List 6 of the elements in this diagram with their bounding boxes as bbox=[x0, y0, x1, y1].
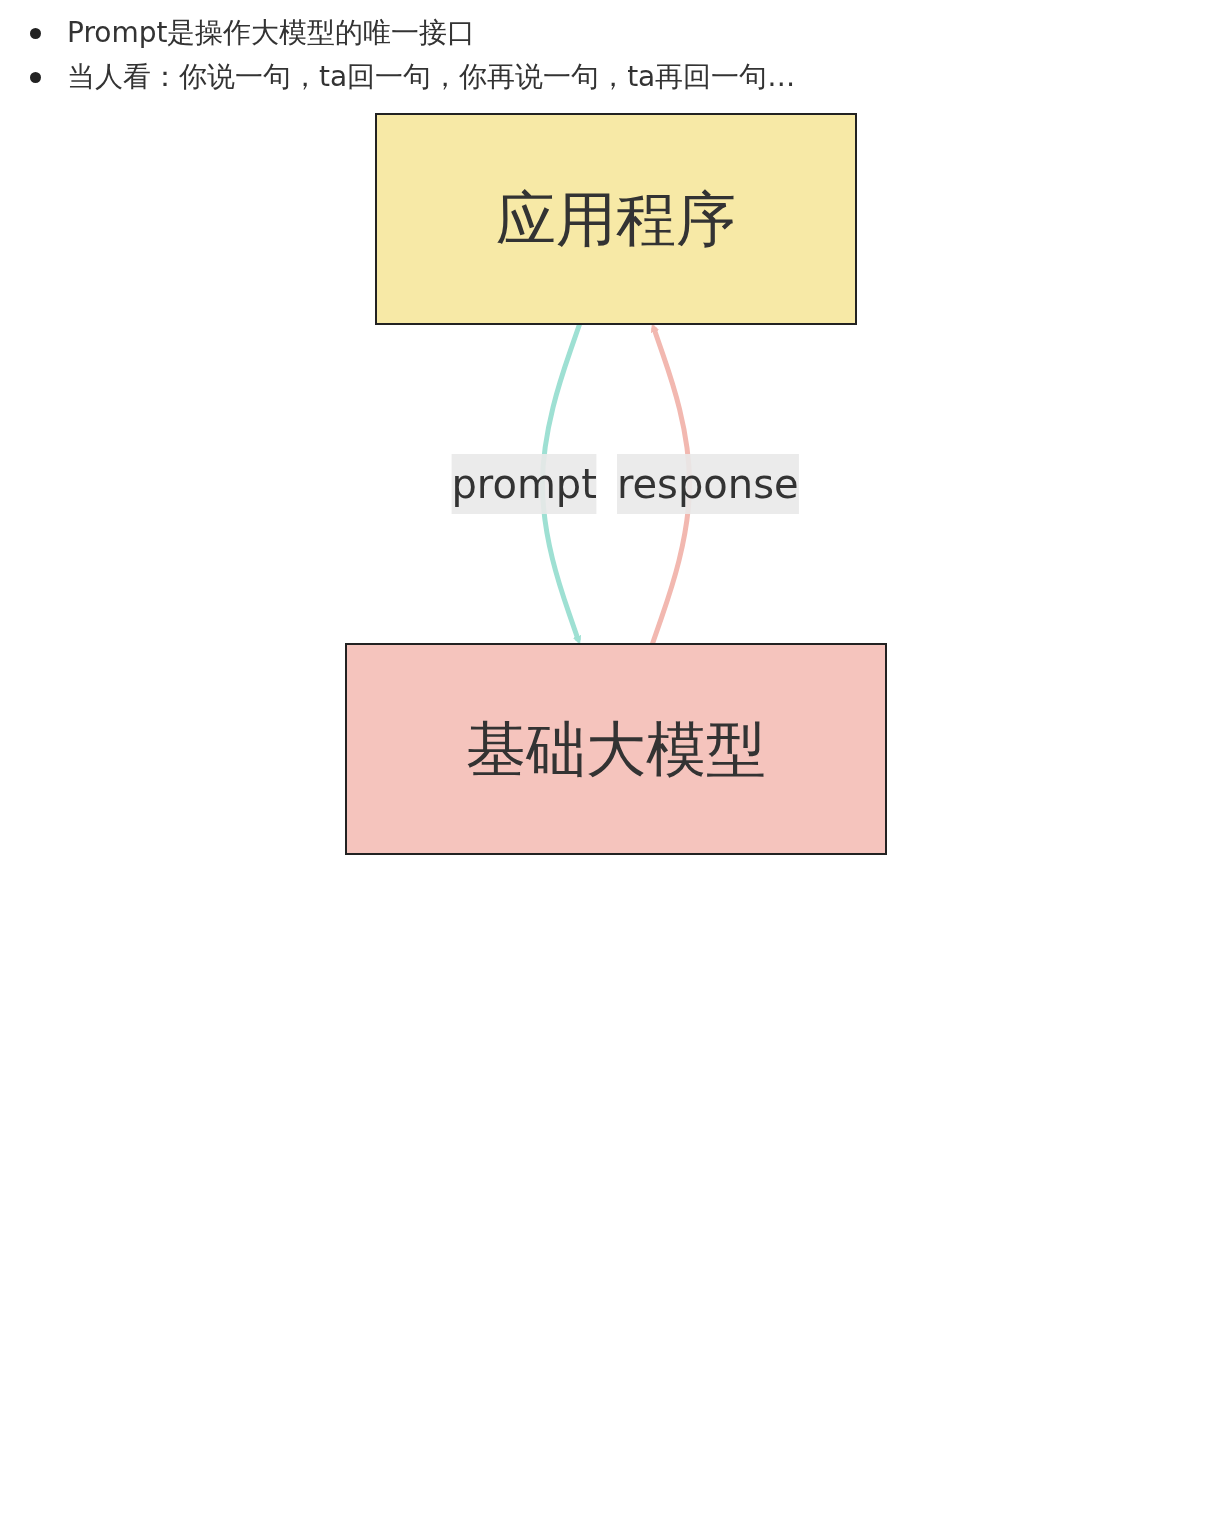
edge-label: response bbox=[616, 461, 799, 507]
node-box: 应用程序 bbox=[375, 113, 857, 325]
bullet-text: Prompt是操作大模型的唯一接口 bbox=[67, 15, 476, 51]
edge-label: prompt bbox=[451, 461, 597, 507]
bullet-text: 当人看：你说一句，ta回一句，你再说一句，ta再回一句… bbox=[67, 59, 796, 95]
node-box: 基础大模型 bbox=[345, 643, 887, 855]
